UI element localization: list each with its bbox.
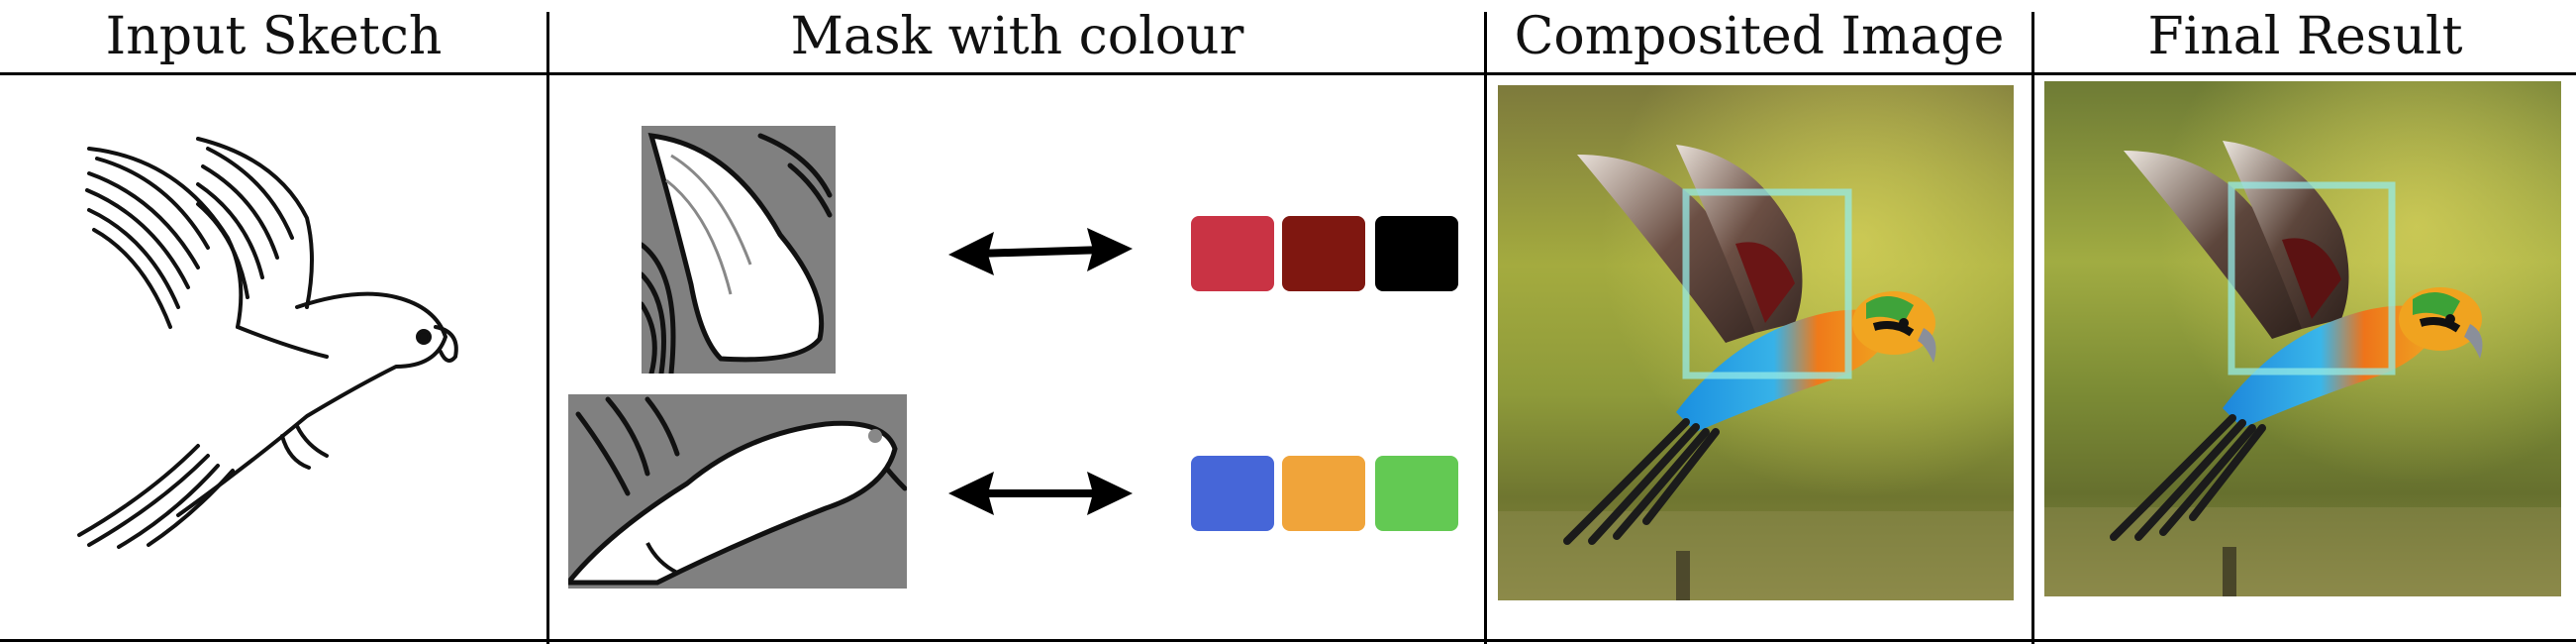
bottom-rule: [0, 639, 2576, 642]
header-final-result: Final Result: [2147, 7, 2463, 66]
header-composited-image: Composited Image: [1514, 7, 2005, 66]
body-mask-image: [568, 394, 907, 589]
wing-color-swatch: [1191, 216, 1274, 291]
header-divider: [0, 72, 2576, 75]
input-sketch-image: [59, 119, 475, 555]
body-color-swatch: [1191, 456, 1274, 531]
composited-image: [1498, 85, 2014, 600]
header-input-sketch: Input Sketch: [105, 7, 443, 66]
header-mask-with-colour: Mask with colour: [790, 7, 1244, 66]
double-arrow-icon: [946, 224, 1135, 283]
body-color-swatch: [1375, 456, 1458, 531]
body-color-swatch: [1282, 456, 1365, 531]
column-divider-1: [546, 12, 549, 644]
column-divider-2: [1484, 12, 1487, 644]
wing-mask-image: [642, 126, 836, 374]
wing-color-swatch: [1282, 216, 1365, 291]
final-result-image: [2044, 81, 2561, 596]
wing-color-swatch: [1375, 216, 1458, 291]
column-divider-3: [2031, 12, 2034, 644]
double-arrow-icon: [946, 464, 1135, 523]
